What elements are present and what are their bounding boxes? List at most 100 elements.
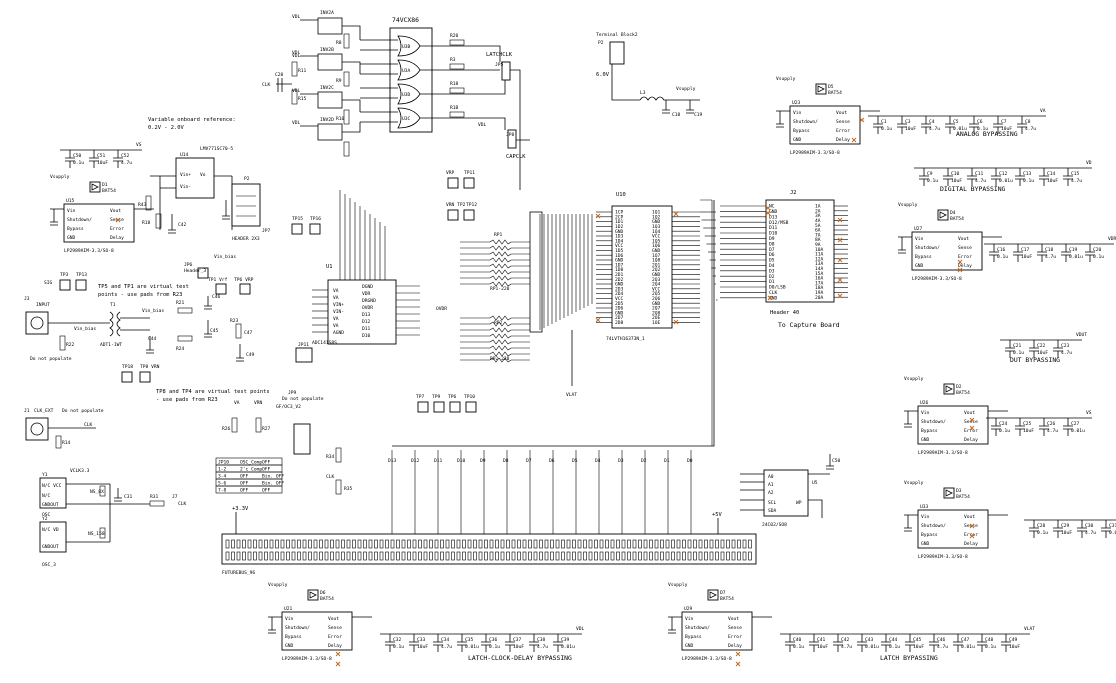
ldo-pin-right: Sense: [328, 625, 342, 631]
svg-text:C46: C46: [212, 294, 221, 300]
svg-text:TP8 VRN: TP8 VRN: [140, 364, 160, 370]
u10-pin: GND: [652, 248, 661, 254]
ldo-pin-right: Sense: [964, 419, 978, 425]
cap-ref: C19: [1069, 247, 1078, 253]
ldo-module: VinShutdown/BypassGNDVoutSenseErrorDelay…: [898, 202, 1002, 282]
j2-pin-right: 6A: [815, 228, 821, 234]
u1-pin: D11: [362, 326, 371, 332]
ldo-pin-left: Bypass: [67, 226, 84, 232]
rail-label: VS: [1086, 410, 1092, 416]
ldo-part: LP2989AIM-3.3/SO-8: [790, 150, 840, 156]
jumper-table-cell: Bin. OFF: [262, 481, 284, 487]
svg-text:C18: C18: [672, 112, 681, 118]
cap-ref: C52: [121, 153, 130, 159]
ldo-pin-right: Vout: [836, 110, 847, 116]
ldo-pin-left: Vin: [793, 110, 802, 116]
ldo-pin-left: Vin: [921, 514, 930, 520]
cap-value: 4.7u: [537, 644, 548, 650]
u10-pin: 1Q5: [652, 238, 661, 244]
cap-value: 4.7u: [937, 644, 948, 650]
note-tp1: TP5 and TP1 are virtual test: [98, 284, 189, 290]
ldo-pin-right: Delay: [836, 137, 850, 143]
cap-value: 0.1u: [977, 126, 988, 132]
u10-pin: 1OE: [652, 320, 661, 326]
svg-text:R3: R3: [450, 57, 456, 63]
cap-value: 4.7u: [121, 160, 132, 166]
u10-pin: 1D2: [615, 224, 624, 230]
j2-pin-right: 9A: [815, 242, 821, 248]
cap-ref: C21: [1013, 343, 1022, 349]
svg-text:TP11: TP11: [464, 170, 475, 176]
j2-pin-left: D7: [769, 247, 775, 253]
svg-text:R35: R35: [344, 486, 353, 492]
ldo-module: VinShutdown/BypassGNDVoutSenseErrorDelay…: [904, 480, 1008, 560]
futurebus-connector: FUTUREBUS_96 +3.3V +5V: [221, 506, 757, 576]
svg-text:VDL: VDL: [292, 50, 301, 56]
cap-ref: C28: [1037, 523, 1046, 529]
svg-text:R18: R18: [450, 81, 459, 87]
u10-pin: GND: [615, 282, 624, 288]
cap-ref: C23: [1061, 343, 1070, 349]
jp5-label: JP5: [495, 62, 504, 68]
vsupply-label: Vsupply: [904, 480, 924, 486]
u10-pin: 2D2: [615, 277, 624, 283]
cap-ref: C31: [1109, 523, 1116, 529]
cap-row: C90.1uC1010uFC114.7uC120.01uC130.1uC1410…: [914, 160, 1092, 186]
terminal-ref: P2: [598, 40, 604, 46]
u10-pin: 1CP: [615, 210, 624, 216]
clk-mid: CLK: [326, 474, 335, 480]
cap-value: 10uF: [905, 126, 916, 132]
futurebus-label: FUTUREBUS_96: [222, 570, 255, 576]
svg-text:VDL: VDL: [292, 53, 301, 59]
j2-label: J2: [790, 190, 797, 196]
svg-text:R34: R34: [326, 454, 335, 460]
cap-ref: C16: [997, 247, 1006, 253]
diode-ref: D3: [956, 488, 962, 494]
svg-text:U3A: U3A: [402, 68, 411, 74]
ldo-ref: U27: [914, 226, 923, 232]
ldo-pin-right: Delay: [964, 437, 978, 443]
ldo-pin-left: Shutdown/: [793, 119, 818, 125]
cap-ref: C39: [561, 637, 570, 643]
dut-bypass-caption: DUT BYPASSING: [1010, 356, 1060, 364]
note-tp2: points - use pads from R23: [98, 292, 182, 298]
u1-pin: DGND: [362, 284, 373, 290]
cap-value: 0.1u: [889, 644, 900, 650]
diode-part: BAT54: [828, 90, 842, 96]
ldo-pin-right: Delay: [728, 643, 742, 649]
j3-label: J3: [24, 296, 30, 302]
rp1-part: RP1-220: [490, 286, 510, 292]
bus-label: D12: [411, 458, 420, 464]
ldo-part: LP2989AIM-3.3/SO-8: [682, 656, 732, 662]
to-capture-label: To Capture Board: [778, 321, 840, 329]
j2-pin-right: 19A: [815, 290, 824, 296]
svg-text:VDL: VDL: [292, 14, 301, 20]
resistor-packs: RP1 RP2 RP1-220 RP2-220 OVDR: [436, 232, 530, 363]
ldo-ref: U21: [284, 606, 293, 612]
cap-ref: C45: [913, 637, 922, 643]
j2-pin-right: 4A: [815, 218, 821, 224]
svg-text:R23: R23: [230, 318, 239, 324]
svg-text:Header_3: Header_3: [184, 268, 206, 274]
ldo-pin-left: GND: [67, 235, 76, 241]
svg-text:JP9: JP9: [288, 390, 297, 396]
j2-pin-left: D5: [769, 258, 775, 264]
ldo-pin-left: Vin: [285, 616, 294, 622]
svg-text:A0: A0: [768, 474, 774, 480]
svg-text:R15: R15: [298, 96, 307, 102]
rail-label: VDR: [1108, 236, 1116, 242]
cap-value: 10uF: [1023, 428, 1034, 434]
u10-pin: 1Q1: [652, 210, 661, 216]
cap-row: C400.1uC4110uFC424.7uC430.01uC440.1uC451…: [780, 626, 1035, 652]
cap-ref: C6: [977, 119, 983, 125]
bus-label: D13: [388, 458, 397, 464]
ldo-pin-left: GND: [285, 643, 294, 649]
u1-pin: D12: [362, 319, 371, 325]
cap-value: 0.01u: [1071, 428, 1085, 434]
bus-label: D2: [641, 458, 647, 464]
ldo-ref: U15: [66, 198, 75, 204]
j2-pin-left: D8: [769, 241, 775, 247]
